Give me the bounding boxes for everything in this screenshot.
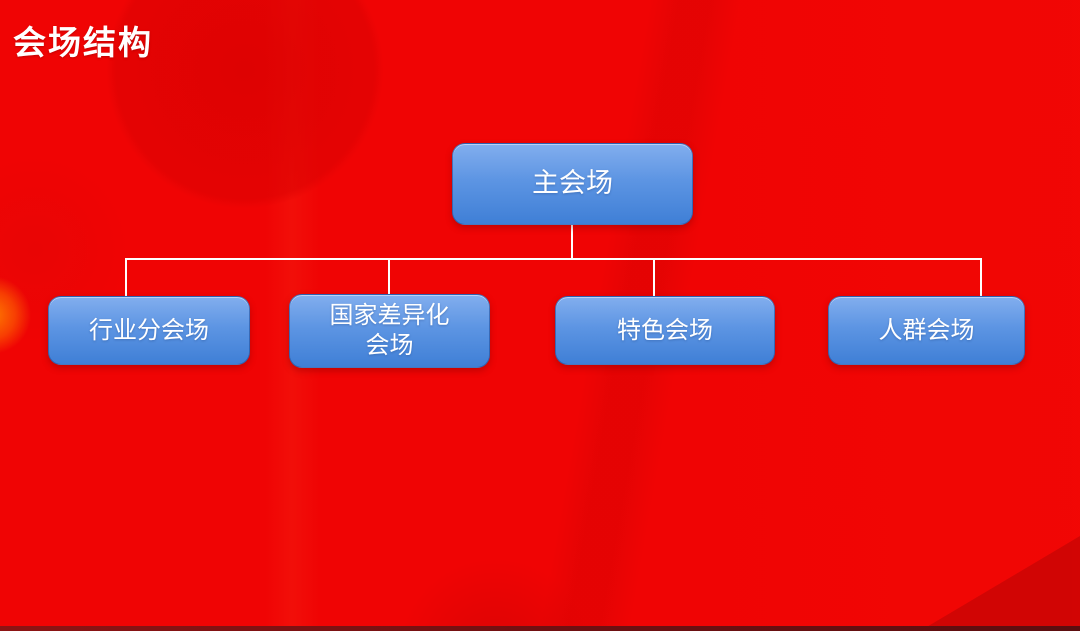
node-main-venue-label: 主会场 (532, 168, 613, 199)
node-crowd-venue: 人群会场 (828, 296, 1025, 365)
bottom-strip (0, 626, 1080, 631)
connector-drop-country (388, 258, 390, 296)
node-industry-subvenue: 行业分会场 (48, 296, 250, 365)
node-main-venue: 主会场 (452, 143, 693, 225)
connector-root-stem (571, 225, 573, 260)
node-country-differentiation-venue: 国家差异化 会场 (289, 294, 490, 368)
node-special-venue-label: 特色会场 (617, 316, 713, 344)
connector-drop-industry (125, 258, 127, 298)
node-crowd-venue-label: 人群会场 (878, 316, 975, 344)
connector-drop-crowd (980, 258, 982, 298)
node-special-venue: 特色会场 (555, 296, 775, 365)
node-industry-subvenue-label: 行业分会场 (89, 316, 209, 344)
connector-horizontal-rail (125, 258, 982, 260)
page-title: 会场结构 (13, 24, 153, 61)
node-country-differentiation-venue-label: 国家差异化 会场 (329, 302, 450, 359)
connector-drop-special (653, 258, 655, 298)
